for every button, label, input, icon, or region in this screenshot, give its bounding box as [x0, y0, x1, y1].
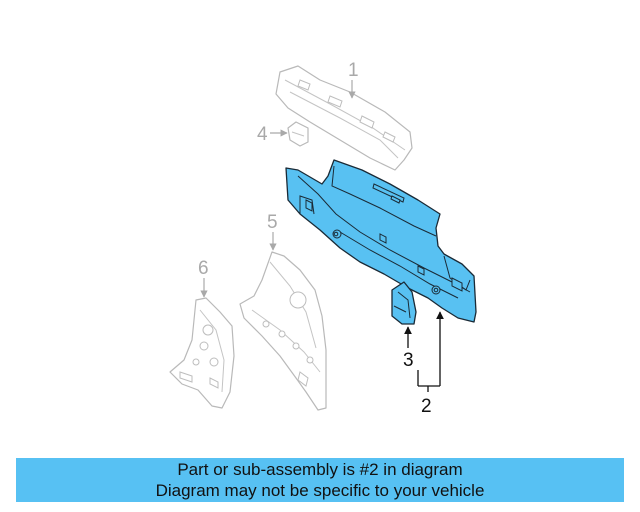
part-2-rear-panel[interactable]	[285, 159, 477, 323]
banner-line-disclaimer: Diagram may not be specific to your vehi…	[155, 481, 485, 500]
callout-5: 5	[267, 212, 278, 233]
part-6-side-pillar[interactable]	[169, 297, 235, 409]
callout-2: 2	[421, 396, 432, 417]
parts-diagram: 1 4 5 6 3 2	[169, 60, 477, 417]
callout-6: 6	[198, 258, 209, 279]
part-5-pillar-panel[interactable]	[239, 251, 327, 411]
callout-1: 1	[348, 60, 359, 81]
callout-4: 4	[257, 124, 268, 145]
callout-3: 3	[403, 350, 414, 371]
part-1-upper-rail[interactable]	[275, 65, 413, 171]
part-3-reinforcement[interactable]	[391, 281, 417, 325]
part-4-bracket[interactable]	[287, 121, 309, 147]
callout-leaders	[200, 80, 444, 392]
banner-line-part: Part or sub-assembly is #2 in diagram	[177, 460, 463, 479]
info-banner: Part or sub-assembly is #2 in diagram Di…	[16, 458, 624, 502]
